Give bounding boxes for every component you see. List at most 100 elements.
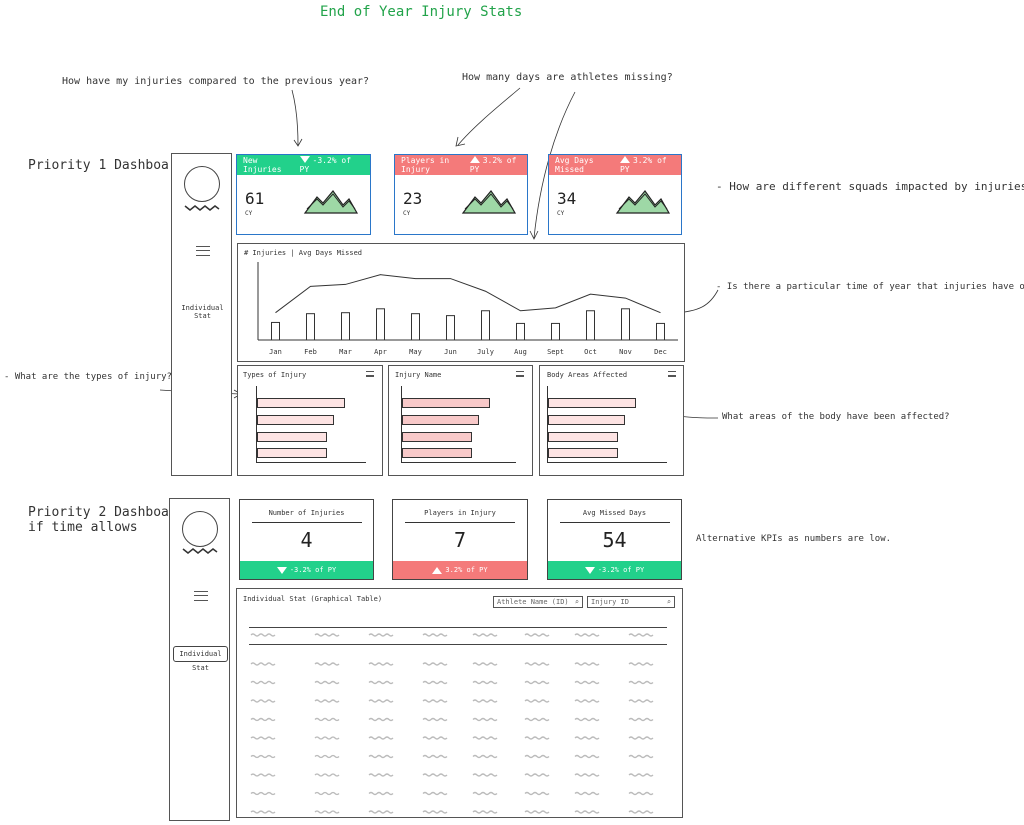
table-header-top-line [249, 627, 667, 628]
kpi2-value: 54 [602, 528, 627, 552]
injury-search-placeholder: Injury ID [591, 598, 629, 606]
kpi-title: New Injuries [243, 156, 282, 174]
priority1-label: Priority 1 Dashboard [28, 158, 185, 173]
menu-icon[interactable] [194, 591, 208, 601]
cell-placeholder [314, 736, 340, 740]
bar [402, 398, 490, 408]
cell-placeholder [422, 791, 448, 796]
cell-placeholder [472, 662, 498, 666]
kpi-card-new-injuries[interactable]: New Injuries -3.2% of PY 61 CY [236, 154, 371, 235]
bar [548, 398, 636, 408]
month-label: July [477, 348, 494, 356]
cell-placeholder [368, 680, 394, 685]
kpi-title: Avg Days Missed [555, 156, 594, 174]
bar-jan [271, 321, 280, 341]
chart-body-areas-affected: Body Areas Affected [539, 365, 684, 476]
sidebar-item-individual-stat[interactable]: Individual Stat [181, 304, 224, 320]
chart-menu-icon[interactable] [668, 371, 676, 377]
kpi-card-avg-days-missed[interactable]: Avg Days Missed 3.2% of PY 34 CY [548, 154, 682, 235]
x-axis [256, 462, 366, 463]
cell-placeholder [524, 717, 550, 722]
cell-placeholder [368, 717, 394, 722]
chart-injury-name: Injury Name [388, 365, 533, 476]
kpi-card-players-in-injury[interactable]: Players in Injury 3.2% of PY 23 CY [394, 154, 528, 235]
bar-mar [341, 312, 350, 341]
kpi-header: New Injuries -3.2% of PY [237, 155, 370, 175]
sidebar-p1: Individual Stat [171, 153, 232, 476]
cell-placeholder [574, 717, 600, 722]
bar [548, 448, 618, 458]
chart-title: Body Areas Affected [547, 371, 628, 379]
bar [402, 432, 472, 442]
kpi-delta-wrap: 3.2% of PY [469, 156, 521, 174]
page-title: End of Year Injury Stats [320, 4, 523, 20]
cell-placeholder [574, 699, 600, 703]
injury-search-input[interactable]: Injury ID ⌕ [587, 596, 675, 608]
cell-placeholder [472, 736, 498, 740]
cell-placeholder [314, 680, 340, 685]
cell-placeholder [422, 754, 448, 759]
cell-placeholder [250, 680, 276, 685]
avatar [182, 511, 218, 547]
kpi-delta-wrap: 3.2% of PY [619, 156, 675, 174]
note-areas: What areas of the body have been affecte… [722, 412, 950, 422]
cell-placeholder [524, 791, 550, 796]
search-icon: ⌕ [574, 598, 579, 606]
cell-placeholder [368, 773, 394, 777]
logo-squiggle [184, 205, 220, 211]
cell-placeholder [368, 791, 394, 796]
cell-placeholder [368, 810, 394, 814]
bar [257, 398, 345, 408]
athlete-search-input[interactable]: Athlete Name (ID) ⌕ [493, 596, 583, 608]
table-header-bottom-line [249, 644, 667, 645]
kpi2-value: 7 [453, 528, 467, 552]
up-triangle-icon [432, 566, 443, 574]
kpi2-delta: 3.2% of PY [445, 566, 488, 574]
cell-placeholder [574, 662, 600, 666]
mountain-chart-icon [303, 190, 359, 214]
combo-chart-title: # Injuries | Avg Days Missed [244, 249, 363, 257]
avg-days-line [275, 274, 661, 314]
table-title: Individual Stat (Graphical Table) [243, 595, 383, 603]
chart-menu-icon[interactable] [366, 371, 374, 377]
chart-types-of-injury: Types of Injury [237, 365, 383, 476]
cell-placeholder [472, 680, 498, 685]
cell-placeholder [472, 810, 498, 814]
cell-placeholder [524, 662, 550, 666]
cell-placeholder [628, 699, 654, 703]
y-axis [547, 386, 548, 463]
individual-stat-table: Individual Stat (Graphical Table) Athlet… [236, 588, 683, 818]
cell-placeholder [628, 773, 654, 777]
bar-nov [621, 308, 630, 341]
month-label: Dec [654, 348, 667, 356]
cell-placeholder [250, 736, 276, 740]
cell-placeholder [422, 662, 448, 666]
cell-placeholder [250, 791, 276, 796]
kpi-value: 34 [557, 189, 577, 208]
month-label: Nov [619, 348, 632, 356]
down-triangle-icon [276, 566, 287, 574]
kpi-delta: -3.2% of PY [299, 156, 352, 174]
kpi2-card-players-in-injury[interactable]: Players in Injury 7 3.2% of PY [392, 499, 528, 580]
y-axis [256, 386, 257, 463]
chart-menu-icon[interactable] [516, 371, 524, 377]
bar-apr [376, 308, 385, 341]
cell-placeholder [422, 810, 448, 814]
note-time-of-year: - Is there a particular time of year tha… [716, 282, 1024, 292]
cell-placeholder [472, 754, 498, 759]
bar-may [411, 313, 420, 341]
priority2-label: Priority 2 Dashboard [28, 505, 185, 520]
down-triangle-icon [299, 156, 310, 163]
cell-placeholder [368, 736, 394, 740]
menu-icon[interactable] [196, 246, 210, 256]
sidebar-item-individual-stat[interactable]: Individual Stat [173, 646, 228, 672]
priority2-sublabel: if time allows [28, 520, 138, 535]
kpi2-card-avg-missed-days[interactable]: Avg Missed Days 54 -3.2% of PY [547, 499, 682, 580]
cell-placeholder [422, 680, 448, 685]
kpi2-card-number-of-injuries[interactable]: Number of Injuries 4 -3.2% of PY [239, 499, 374, 580]
cell-placeholder [574, 810, 600, 814]
avatar [184, 166, 220, 202]
cell-placeholder [524, 736, 550, 740]
cell-placeholder [574, 680, 600, 685]
divider [405, 522, 515, 523]
